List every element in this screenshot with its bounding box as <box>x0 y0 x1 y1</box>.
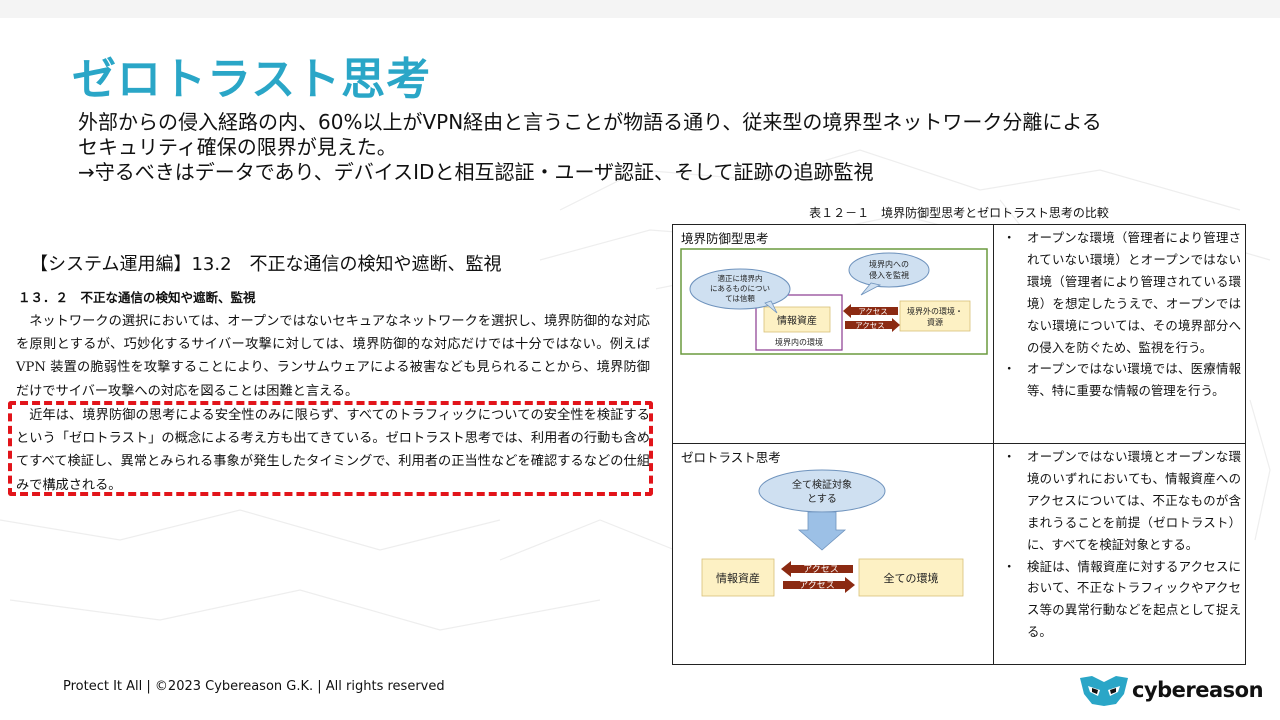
lead-line: →守るべきはデータであり、デバイスIDと相互認証・ユーザ認証、そして証跡の追跡監… <box>78 160 874 184</box>
arrow-label: アクセス <box>858 307 888 316</box>
row-title: ゼロトラスト思考 <box>681 450 781 465</box>
lead-text: 外部からの侵入経路の内、60%以上がVPN経由と言うことが物語る通り、従来型の境… <box>78 110 1198 185</box>
environment-box <box>858 558 964 597</box>
bullet-dot: ・ <box>1003 230 1016 245</box>
bullet-list: ・オープンではない環境とオープンな環境のいずれにおいても、情報資産へのアクセスに… <box>1001 446 1241 643</box>
table-cell-description: ・オープンな環境（管理者により管理されていない環境）とオープンではない環境（管理… <box>995 225 1245 443</box>
excerpt-paragraph-highlighted: 近年は、境界防御の思考による安全性のみに限らず、すべてのトラフィックについての安… <box>16 408 650 493</box>
bubble-left-line: 適正に境界内 <box>718 273 763 283</box>
table-cell-description: ・オープンではない環境とオープンな環境のいずれにおいても、情報資産へのアクセスに… <box>995 444 1245 664</box>
bullet-text: オープンな環境（管理者により管理されていない環境）とオープンではない環境（管理者… <box>1027 230 1241 355</box>
slide-title: ゼロトラスト思考 <box>72 54 432 105</box>
table-row-zero-trust: ゼロトラスト思考 全て検証対象 とする 情報資産 全ての環境 アクセス アクセス… <box>673 444 1245 664</box>
guideline-excerpt: １３．２ 不正な通信の検知や遮断、監視 ネットワークの選択においては、オープンで… <box>8 286 656 506</box>
access-arrow-left <box>843 304 898 318</box>
environment-label: 全ての環境 <box>884 571 939 585</box>
bullet-text: 検証は、情報資産に対するアクセスにおいて、不正なトラフィックやアクセス等の異常行… <box>1027 558 1241 640</box>
footer-copyright: Protect It All | ©2023 Cybereason G.K. |… <box>63 679 445 694</box>
table-cell-diagram: ゼロトラスト思考 全て検証対象 とする 情報資産 全ての環境 アクセス アクセス <box>673 444 994 664</box>
bullet-text: オープンではない環境では、医療情報等、特に重要な情報の管理を行う。 <box>1027 361 1241 399</box>
lead-line: セキュリティ確保の限界が見えた。 <box>78 135 397 159</box>
bullet-item: ・オープンな環境（管理者により管理されていない環境）とオープンではない環境（管理… <box>1001 227 1241 358</box>
arrow-label: アクセス <box>799 580 835 590</box>
table-row-perimeter: 境界防御型思考 情報資産 境界内の環境 適正に境界内 にあるものについ ては信頼… <box>673 225 1245 444</box>
bullet-list: ・オープンな環境（管理者により管理されていない環境）とオープンではない環境（管理… <box>1001 227 1241 402</box>
bubble-line: とする <box>807 493 837 505</box>
perimeter-diagram: 情報資産 境界内の環境 適正に境界内 にあるものについ ては信頼 境界内への 侵… <box>680 248 988 355</box>
bubble-left-line: ては信頼 <box>725 293 755 303</box>
inner-environment-label: 境界内の環境 <box>775 337 823 347</box>
bullet-item: ・オープンではない環境では、医療情報等、特に重要な情報の管理を行う。 <box>1001 358 1241 402</box>
bubble-left-line: にあるものについ <box>710 284 770 293</box>
asset-label: 情報資産 <box>716 572 760 585</box>
excerpt-heading: 【システム運用編】13.2 不正な通信の検知や遮断、監視 <box>30 254 502 275</box>
table-caption: 表１２－１ 境界防御型思考とゼロトラスト思考の比較 <box>809 206 1109 220</box>
lead-line: 外部からの侵入経路の内、60%以上がVPN経由と言うことが物語る通り、従来型の境… <box>78 110 1102 134</box>
access-arrow-right <box>845 318 900 332</box>
bullet-item: ・オープンではない環境とオープンな環境のいずれにおいても、情報資産へのアクセスに… <box>1001 446 1241 556</box>
bullet-dot: ・ <box>1003 558 1016 574</box>
zero-trust-diagram: 全て検証対象 とする 情報資産 全ての環境 アクセス アクセス <box>701 469 964 597</box>
comparison-table: 境界防御型思考 情報資産 境界内の環境 適正に境界内 にあるものについ ては信頼… <box>672 224 1246 665</box>
highlight-dashed-box <box>8 401 653 496</box>
access-arrow-right <box>783 577 855 593</box>
bullet-dot: ・ <box>1003 449 1016 464</box>
outer-environment-line: 境界外の環境・ <box>907 306 963 316</box>
access-arrow-left <box>781 561 853 577</box>
arrow-label: アクセス <box>855 321 885 330</box>
bullet-item: ・検証は、情報資産に対するアクセスにおいて、不正なトラフィックやアクセス等の異常… <box>1001 556 1241 644</box>
bullet-text: オープンではない環境とオープンな環境のいずれにおいても、情報資産へのアクセスにつ… <box>1027 449 1241 552</box>
bubble-right-line: 侵入を監視 <box>869 270 909 280</box>
bubble-line: 全て検証対象 <box>792 478 852 491</box>
arrow-label: アクセス <box>803 564 839 574</box>
verification-arrow <box>797 511 847 551</box>
asset-box <box>701 558 775 597</box>
bullet-dot: ・ <box>1003 361 1016 377</box>
excerpt-paragraph: ネットワークの選択においては、オープンではないセキュアなネットワークを選択し、境… <box>16 314 650 399</box>
outer-environment-line: 資源 <box>927 317 943 327</box>
table-cell-diagram: 境界防御型思考 情報資産 境界内の環境 適正に境界内 にあるものについ ては信頼… <box>673 225 994 443</box>
bubble-right-line: 境界内への <box>869 259 909 269</box>
asset-label: 情報資産 <box>777 314 817 327</box>
cybereason-logo-icon <box>1080 676 1128 706</box>
excerpt-subheading: １３．２ 不正な通信の検知や遮断、監視 <box>18 290 256 305</box>
brand-wordmark: cybereason <box>1132 678 1264 702</box>
row-title: 境界防御型思考 <box>681 231 769 246</box>
